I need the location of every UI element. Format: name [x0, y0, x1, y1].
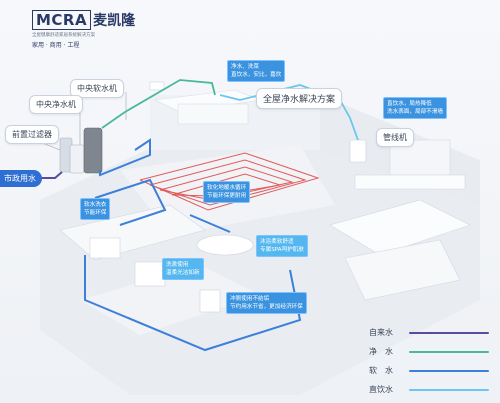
brand-subtitle: 家用 · 商用 · 工程 [32, 42, 80, 49]
legend-swatch-pure [409, 351, 489, 353]
callout-pipeline-unit: 管线机 [376, 128, 414, 147]
info-living-line1: 直饮水，局热降低 [387, 101, 432, 107]
drinking-water-pipe-2 [219, 94, 241, 101]
info-toilet-line1: 冲厕使用不结垢 [230, 296, 270, 302]
soft-water-pipe-2 [94, 178, 167, 226]
coffee-table [344, 239, 461, 301]
washer [89, 237, 121, 259]
info-living-line2: 洗水表面，局部不滑墙 [387, 109, 443, 115]
info-floor-heating-line2: 节能环保更耐用 [207, 193, 247, 199]
legend-label-tap: 自来水 [369, 328, 393, 337]
logo-mark: MCRA [32, 10, 92, 30]
info-bathtub: 沐浴柔软舒适 专属SPA呵护肌肤 [256, 235, 308, 257]
municipal-water-tag: 市政用水 [0, 170, 42, 187]
pipeline-unit-device [349, 139, 367, 163]
callout-prefilter: 前置过滤器 [5, 125, 59, 144]
pure-water-pipe [101, 79, 216, 129]
bathtub-shape [196, 234, 254, 256]
sofa [329, 199, 471, 256]
soft-water-pipe-1 [99, 138, 151, 177]
floor-heating-pipes [139, 152, 320, 211]
info-living: 直饮水，局热降低 洗水表面，局部不滑墙 [383, 97, 447, 119]
tv-cabinet [354, 174, 466, 190]
info-bathtub-line1: 沐浴柔软舒适 [260, 239, 294, 245]
callout-whole-house-plan: 全屋净水解决方案 [256, 88, 343, 109]
softener-tank [69, 144, 85, 174]
legend-label-drinking: 直饮水 [369, 385, 393, 394]
brand-logo: MCRA 麦凯隆 全屋健康舒适家居系统解决方案 家用 · 商用 · 工程 [32, 10, 135, 49]
legend-swatch-soft [409, 370, 489, 372]
logo-chinese-name: 麦凯隆 [93, 13, 136, 29]
bathroom-sink [134, 261, 166, 287]
brand-tagline: 全屋健康舒适家居系统解决方案 [32, 33, 95, 38]
range-hood [149, 81, 165, 91]
info-laundry: 软水洗衣 节能环保 [80, 198, 111, 220]
legend-swatch-tap [409, 332, 489, 334]
info-toilet: 冲厕使用不结垢 节约用水节省，更加经济环保 [226, 292, 307, 314]
info-floor-heating: 软化地暖水循环 节能环保更耐用 [203, 181, 251, 203]
info-sink-line1: 洗漱使用 [166, 262, 189, 268]
info-floor-heating-line1: 软化地暖水循环 [207, 185, 247, 191]
legend-swatch-drinking [409, 389, 489, 391]
info-kitchen-line2: 直饮水，安比，嘉炊 [231, 72, 282, 78]
info-laundry-line1: 软水洗衣 [84, 202, 107, 208]
legend-label-pure: 净 水 [369, 347, 393, 356]
kitchen-cabinets [177, 103, 249, 125]
info-sink-line2: 温柔光洁如新 [166, 270, 200, 276]
info-laundry-line2: 节能环保 [84, 210, 107, 216]
info-bathtub-line2: 专属SPA呵护肌肤 [260, 247, 304, 253]
purifier-tank [83, 127, 103, 174]
info-kitchen: 净水、洗菜 直饮水，安比，嘉炊 [227, 60, 286, 82]
callout-central-softener: 中央软水机 [70, 79, 124, 98]
soft-water-pipe-bath [189, 214, 231, 233]
info-kitchen-line1: 净水、洗菜 [231, 64, 259, 70]
callout-central-purifier: 中央净水机 [29, 95, 83, 114]
toilet [199, 289, 221, 313]
info-toilet-line2: 节约用水节省，更加经济环保 [230, 304, 303, 310]
legend-label-soft: 软 水 [369, 366, 393, 375]
info-bathroom-sink: 洗漱使用 温柔光洁如新 [162, 258, 204, 280]
